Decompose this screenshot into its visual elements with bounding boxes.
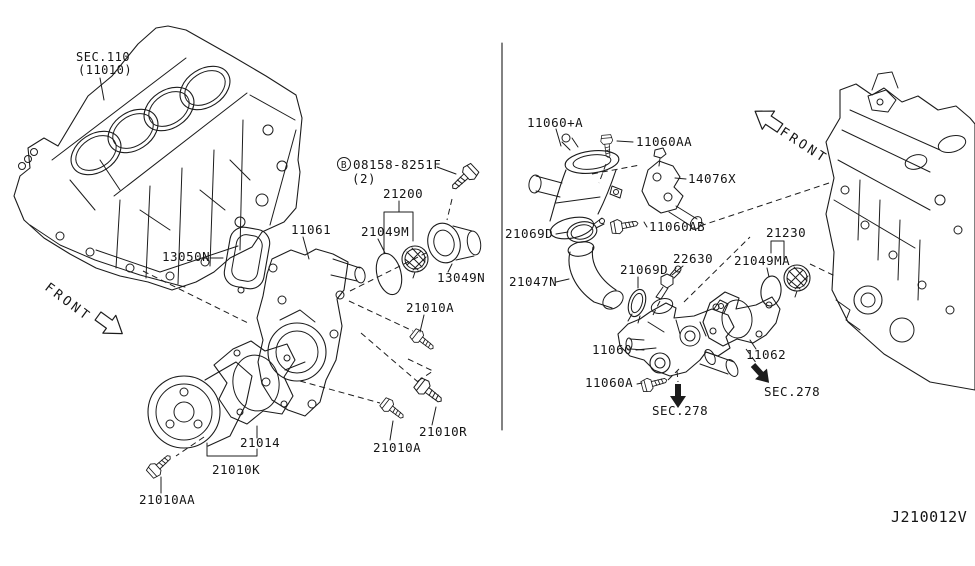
pump-gasket-21014: 21014 (213, 340, 296, 450)
sec278-bottom-label: SEC.278 (652, 403, 708, 418)
front-indicator-right: FRONT (748, 101, 831, 167)
outlet-13049N-label: 13049N (437, 270, 485, 285)
clamp-21069D-lower-label: 21069D (620, 262, 668, 277)
pipe-11060A-label: 11060+A (527, 115, 583, 130)
engine-block-left (13, 25, 303, 291)
thermostat-21200-label: 21200 (383, 186, 423, 201)
bolt-21010A-upper: 21010A (406, 300, 454, 355)
front-indicator-left: FRONT (42, 280, 130, 344)
hose-21047N: 21047N (509, 241, 624, 310)
sensor-22630-label: 22630 (673, 251, 713, 266)
hose-21047N-label: 21047N (509, 274, 557, 289)
sec278-side-callout: SEC.278 (747, 359, 820, 399)
front-label-left: FRONT (42, 280, 94, 325)
bracket-14076X-label: 14076X (688, 171, 736, 186)
thermostat-21230: 21230 (766, 225, 811, 298)
gasket-13050N-label: 13050N (162, 249, 210, 264)
assembly-axis-dashes-left (142, 198, 453, 457)
water-pump-cover-11061: 11061 (256, 222, 366, 417)
pump-kit-21010K-label: 21010K (212, 462, 260, 477)
thermostat-seal-ring (375, 252, 403, 296)
bolt-11060AB-label: 11060AB (649, 219, 705, 234)
circled-b-text: B (341, 160, 347, 171)
bolt-ref-qty: (2) (352, 171, 376, 186)
bolt-11060AA-label: 11060AA (636, 134, 692, 149)
bolt-ref-label: 08158-8251F (353, 157, 441, 172)
bolt-11060A: 11060A (585, 373, 669, 394)
bolt-21010A-upper-label: 21010A (406, 300, 454, 315)
seal-21049M-label: 21049M (361, 224, 409, 239)
bolt-ref-callout: B 08158-8251F (2) (337, 157, 481, 195)
bolt-21010R: 21010R (412, 375, 467, 439)
housing-gasket-11062: 11062 (702, 291, 786, 362)
thermostat-cartridge-right (783, 264, 811, 298)
bolt-21010A-lower: 21010A (373, 395, 421, 455)
thermostat-cartridge (401, 245, 429, 279)
bolt-21010AA-label: 21010AA (139, 492, 195, 507)
bolt-11060AB: 11060AB (609, 215, 705, 236)
assembly-axis-dashes-right (591, 163, 836, 383)
thermostat-housing-11060: 11060 (592, 298, 739, 377)
bracket-14076X: 14076X (641, 147, 736, 230)
bolt-21010R-label: 21010R (419, 424, 467, 439)
engine-block-right (825, 71, 975, 391)
bolt-11060AA: 11060AA (599, 134, 692, 159)
bolt-21010A-lower-label: 21010A (373, 440, 421, 455)
water-inlet-pipe-11060A: 11060+A (527, 115, 623, 240)
drawing-code: J210012V (891, 508, 967, 526)
cover-11061-label: 11061 (291, 222, 331, 237)
bolt-11060A-label: 11060A (585, 375, 633, 390)
gasket-11062-label: 11062 (746, 347, 786, 362)
sec278-bottom-callout: SEC.278 (652, 384, 708, 418)
front-label-right: FRONT (777, 125, 831, 167)
gasket-13050N: 13050N (162, 226, 271, 294)
circled-b-icon (337, 157, 351, 171)
section-ref-label: SEC.110 (76, 50, 130, 64)
water-pump-assy: 21010K (147, 361, 260, 477)
clamp-21069D-lower: 21069D (620, 262, 668, 324)
front-arrow-left-icon (90, 306, 130, 344)
section-ref-sub-label: (11010) (78, 63, 132, 77)
housing-11060-label: 11060 (592, 342, 632, 357)
sec278-side-label: SEC.278 (764, 384, 820, 399)
water-outlet-13049N: 13049N (427, 222, 485, 285)
pump-gasket-21014-label: 21014 (240, 435, 280, 450)
bolt-21010AA: 21010AA (139, 450, 195, 507)
seal-21049MA-label: 21049MA (734, 253, 790, 268)
section-ref-callout: SEC.110 (11010) (76, 50, 132, 101)
sensor-22630: 22630 (655, 251, 713, 300)
clamp-21069D-upper-label: 21069D (505, 226, 553, 241)
flange-bolt (446, 161, 481, 195)
seal-21049MA: 21049MA (734, 253, 790, 307)
thermostat-21230-label: 21230 (766, 225, 806, 240)
